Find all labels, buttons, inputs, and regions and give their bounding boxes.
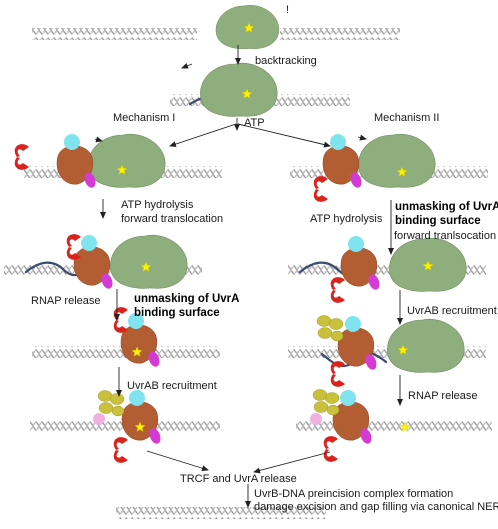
m1-s2-trcf bbox=[73, 234, 115, 291]
dna-top-right bbox=[280, 28, 400, 40]
label-m1-hydrolysis-1: ATP hydrolysis bbox=[121, 199, 194, 211]
label-m2-uvrab: UvrAB recruitment bbox=[407, 305, 497, 317]
label-final-1: UvrB-DNA preincision complex formation bbox=[254, 488, 453, 500]
m1-s1-trcf bbox=[56, 133, 98, 190]
label-m2-unmask-2: binding surface bbox=[395, 215, 481, 227]
label-m1-rnap-release: RNAP release bbox=[31, 295, 101, 307]
arrows bbox=[94, 45, 403, 508]
label-m1-uvrab: UvrAB recruitment bbox=[127, 380, 217, 392]
dna-final bbox=[116, 507, 326, 519]
m2-s3-rnap bbox=[387, 318, 465, 373]
label-m1-unmask-1: unmasking of UvrA bbox=[134, 293, 239, 305]
dna-m2-s4 bbox=[296, 421, 492, 433]
m2-s3-claw bbox=[330, 361, 345, 387]
label-final-2: damage excision and gap filling via cano… bbox=[254, 501, 498, 513]
m2-s1-trcf bbox=[322, 133, 364, 190]
m2-s4-claw bbox=[323, 436, 338, 462]
label-trcf-release: TRCF and UvrA release bbox=[180, 473, 297, 485]
label-m1-unmask-2: binding surface bbox=[134, 307, 220, 319]
m2-s4-uvra bbox=[312, 389, 340, 416]
label-m2-rnap-release: RNAP release bbox=[408, 390, 478, 402]
label-mechanism-1: Mechanism I bbox=[113, 112, 175, 124]
m1-s4-uvrb bbox=[93, 413, 105, 425]
m1-s1-rnap bbox=[88, 133, 166, 188]
m2-s4-uvrb bbox=[310, 413, 322, 425]
m1-s3-claw bbox=[113, 307, 128, 333]
m1-s4-claw bbox=[113, 437, 128, 463]
label-m2-forward: forward tranlsocation bbox=[394, 230, 496, 242]
m1-s4-uvra bbox=[97, 390, 125, 417]
label-m2-hydrolysis: ATP hydrolysis bbox=[310, 213, 383, 225]
m1-s1-claw bbox=[14, 144, 29, 170]
label-m2-unmask-1: unmasking of UvrA bbox=[395, 201, 498, 213]
m2-s2-claw bbox=[330, 277, 345, 303]
dna-top bbox=[32, 28, 197, 40]
label-m1-hydrolysis-2: forward translocation bbox=[121, 213, 223, 225]
label-mechanism-2: Mechanism II bbox=[374, 112, 439, 124]
m1-s4-trcf bbox=[121, 389, 163, 446]
m2-s3-uvra bbox=[316, 315, 344, 342]
rnap-atp bbox=[200, 62, 278, 117]
m2-s3-trcf bbox=[337, 315, 379, 372]
m2-s1-claw bbox=[313, 176, 328, 202]
m1-s3-trcf bbox=[120, 312, 162, 369]
label-atp: ATP bbox=[244, 117, 265, 129]
m1-s2-claw bbox=[66, 234, 81, 260]
label-exclamation: ! bbox=[286, 4, 289, 16]
m1-s2-rnap bbox=[110, 234, 188, 289]
m2-s2-trcf bbox=[340, 235, 382, 292]
labels: ! backtracking ATP Mechanism I Mechanism… bbox=[31, 4, 498, 513]
m2-s1-rnap bbox=[358, 133, 436, 188]
label-backtracking: backtracking bbox=[255, 55, 317, 67]
